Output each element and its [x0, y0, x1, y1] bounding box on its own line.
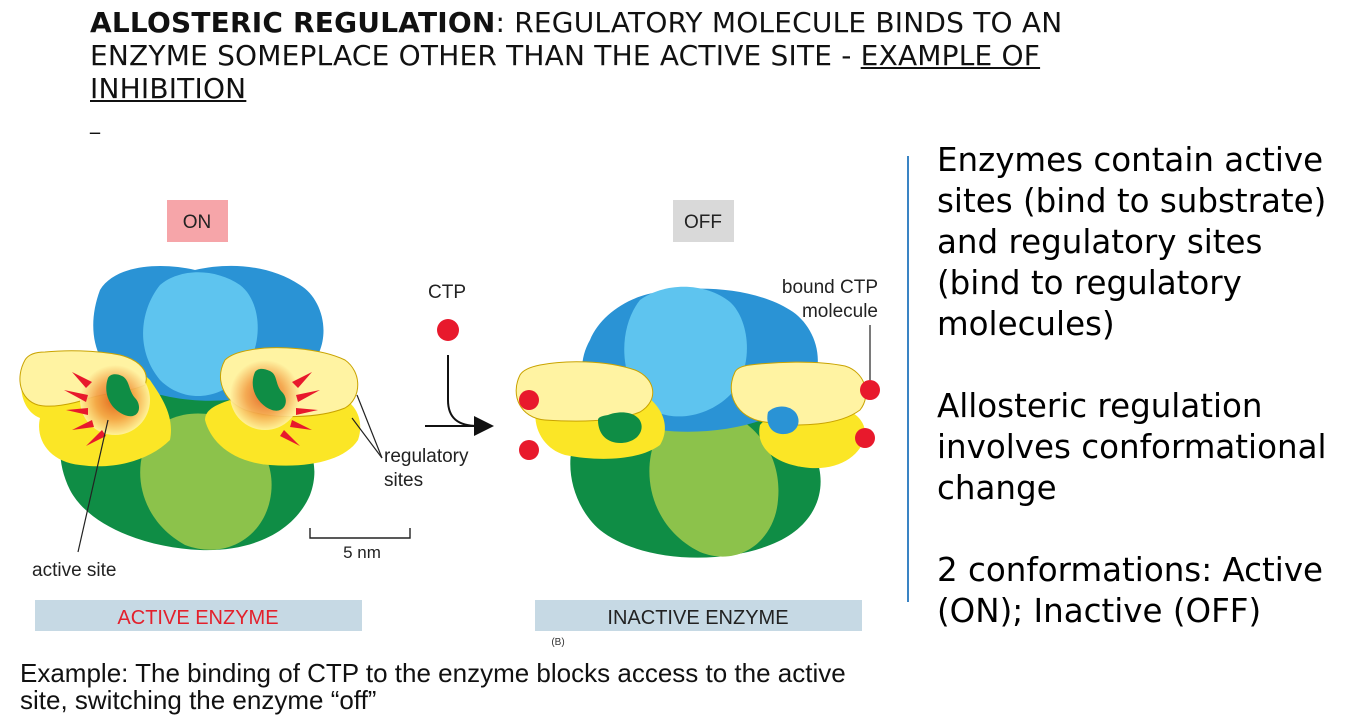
svg-text:active site: active site — [32, 560, 116, 581]
svg-text:ON: ON — [183, 212, 212, 233]
caption: Example: The binding of CTP to the enzym… — [20, 658, 846, 715]
enzyme-diagram: ON OFF r — [19, 200, 880, 648]
svg-text:CTP: CTP — [428, 282, 466, 303]
on-label: ON — [167, 200, 228, 242]
svg-text:molecule: molecule — [802, 301, 878, 322]
active-site-label: active site — [32, 419, 116, 581]
point-3: 2 conformations: Active (ON); Inactive (… — [937, 551, 1324, 630]
panel-letter: (B) — [551, 637, 564, 648]
svg-text:bound CTP: bound CTP — [782, 277, 878, 298]
ctp-binding-arrow: CTP — [425, 282, 494, 436]
svg-text:OFF: OFF — [684, 212, 722, 233]
stray-dash: _ — [90, 110, 100, 134]
title-normal: : REGULATORY MOLECULE BINDS TO AN ENZYME… — [90, 6, 1063, 72]
svg-text:sites: sites — [384, 470, 423, 491]
bullet-text: Enzymes contain active sites (bind to su… — [937, 140, 1352, 673]
inactive-enzyme-banner: INACTIVE ENZYME — [535, 600, 862, 631]
title-underlined: EXAMPLE OF INHIBITION — [90, 39, 1041, 105]
point-1: Enzymes contain active sites (bind to su… — [937, 141, 1327, 343]
point-2: Allosteric regulation involves conformat… — [937, 387, 1327, 507]
svg-text:INACTIVE ENZYME: INACTIVE ENZYME — [607, 607, 788, 629]
svg-text:ACTIVE ENZYME: ACTIVE ENZYME — [117, 607, 278, 629]
title-bold: ALLOSTERIC REGULATION — [90, 6, 496, 39]
scale-bar: 5 nm — [309, 528, 411, 562]
svg-text:regulatory: regulatory — [384, 446, 469, 467]
active-enzyme-banner: ACTIVE ENZYME — [35, 600, 362, 631]
enzyme-figure: ON OFF r — [0, 150, 900, 660]
vertical-divider — [907, 156, 909, 602]
active-enzyme-shape — [19, 265, 361, 551]
regulatory-sites-label: regulatory sites — [351, 394, 469, 491]
bound-ctp-label: bound CTP molecule — [782, 277, 878, 380]
off-label: OFF — [673, 200, 734, 242]
inactive-enzyme-shape — [515, 286, 880, 558]
svg-text:5 nm: 5 nm — [343, 543, 381, 562]
slide-title: ALLOSTERIC REGULATION: REGULATORY MOLECU… — [90, 6, 1170, 105]
